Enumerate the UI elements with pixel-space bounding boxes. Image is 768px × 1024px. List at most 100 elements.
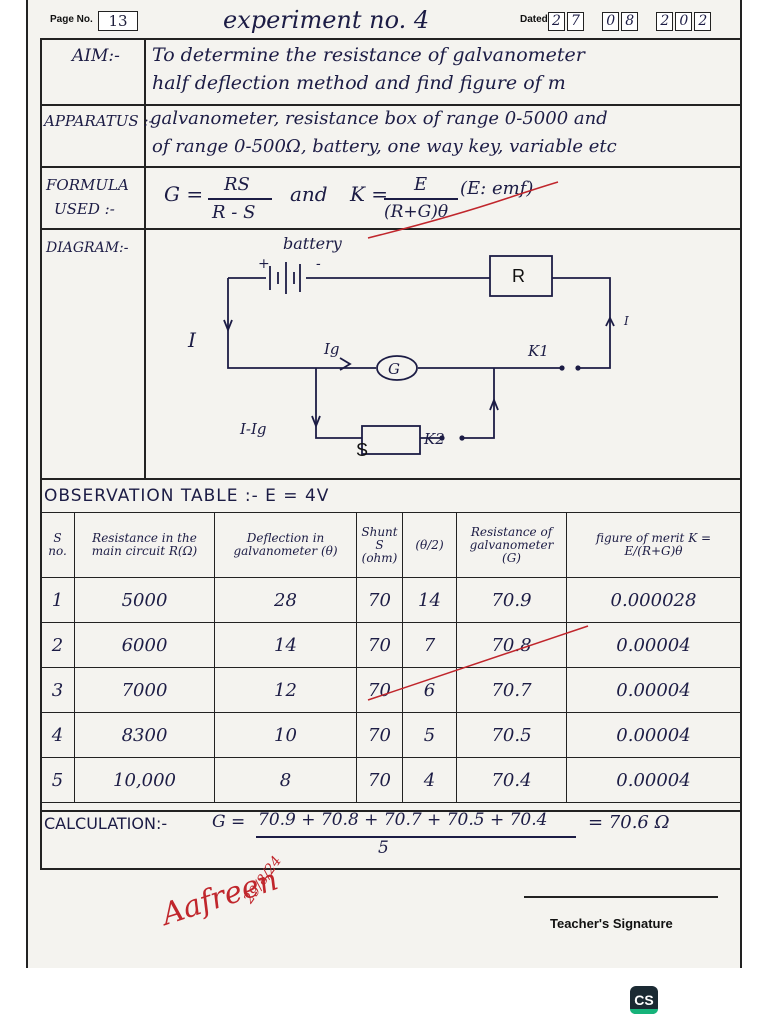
page-number: 13 [98,11,138,31]
page-title: experiment no. 4 [223,6,430,34]
table-cell: 0.00004 [566,712,741,758]
formula-k-numerator: E [414,174,428,195]
table-cell: 70 [356,757,403,803]
calculation-label: CALCULATION:- [44,814,168,833]
current-Ig-label: Ig [324,340,340,358]
table-cell: 70 [356,577,403,623]
date-digit: 8 [621,12,639,31]
current-I-label: I [188,328,196,352]
table-cell: 1 [40,577,75,623]
margin-line [40,38,42,868]
table-row: 2 6000 14 70 7 70.8 0.00004 [40,622,741,668]
page-no-label: Page No. [50,14,93,25]
table-cell: 6000 [74,622,215,668]
battery-label: battery [283,234,342,253]
key-K2-label: K2 [424,430,445,448]
current-I-minus-Ig-label: I-Ig [240,420,267,438]
table-cell: 10,000 [74,757,215,803]
formula-g-denominator: R - S [212,202,256,223]
battery-minus: - [316,256,321,272]
formula-k-lhs: K = [350,182,389,206]
calculation-result: = 70.6 Ω [588,812,670,833]
aim-line-1: To determine the resistance of galvanome… [152,44,585,66]
formula-emf-note: (E: emf) [460,178,534,199]
current-I-right-label: I [624,314,629,328]
table-cell: 70.5 [456,712,567,758]
key-K1-label: K1 [528,342,549,360]
table-cell: 70 [356,622,403,668]
camscanner-badge: CS [630,986,658,1014]
table-cell: 7000 [74,667,215,713]
table-cell: 7 [402,622,457,668]
rule-line [40,868,740,870]
aim-label: AIM:- [72,46,120,66]
header-half-theta: (θ/2) [402,512,457,578]
date-digit: 2 [694,12,712,31]
table-cell: 4 [402,757,457,803]
table-cell: 8 [214,757,357,803]
table-cell: 5 [40,757,75,803]
table-cell: 4 [40,712,75,758]
apparatus-line-1: galvanometer, resistance box of range 0-… [150,108,608,129]
table-cell: 28 [214,577,357,623]
header-shunt: Shunt S (ohm) [356,512,403,578]
table-cell: 14 [214,622,357,668]
table-cell: 3 [40,667,75,713]
header-figure-of-merit: figure of merit K = E/(R+G)θ [566,512,741,578]
table-row: 1 5000 28 70 14 70.9 0.000028 [40,577,741,623]
table-cell: 6 [402,667,457,713]
fraction-bar [384,198,458,200]
table-cell: 8300 [74,712,215,758]
fraction-bar [208,198,272,200]
table-cell: 10 [214,712,357,758]
formula-k-denominator: (R+G)θ [384,202,449,222]
galvanometer-G-label: G [388,360,400,378]
table-cell: 70.9 [456,577,567,623]
table-cell: 2 [40,622,75,668]
red-strike-mark [367,625,589,701]
table-cell: 70 [356,667,403,713]
date-digit: 7 [567,12,584,31]
table-cell: 5000 [74,577,215,623]
circuit-diagram [223,255,615,455]
aim-line-2: half deflection method and find figure o… [152,72,566,94]
shunt-S-label: S [356,440,369,460]
observation-title: OBSERVATION TABLE :- E = 4V [44,486,330,506]
formula-label-1: FORMULA [46,176,129,194]
table-cell: 70.8 [456,622,567,668]
resistor-R-label: R [512,266,525,286]
table-row: 3 7000 12 70 6 70.7 0.00004 [40,667,741,713]
table-cell: 14 [402,577,457,623]
fraction-bar [256,836,576,838]
date-digit: 2 [548,12,565,31]
apparatus-label: APPARATUS :- [44,112,154,130]
date-digit: 0 [602,12,620,31]
header-sno: S no. [40,512,75,578]
diagram-label: DIAGRAM:- [46,240,129,256]
formula-label-2: USED :- [54,200,115,218]
rule-line [40,810,740,812]
red-tick-mark [367,181,559,239]
rule-line [40,104,740,106]
formula-g-lhs: G = [164,182,204,206]
calculation-denominator: 5 [378,838,389,858]
rule-line [40,228,740,230]
table-cell: 12 [214,667,357,713]
header-deflection: Deflection in galvanometer (θ) [214,512,357,578]
header-galvanometer-resistance: Resistance of galvanometer (G) [456,512,567,578]
header-resistance: Resistance in the main circuit R(Ω) [74,512,215,578]
margin-line [144,38,146,478]
table-row: 4 8300 10 70 5 70.5 0.00004 [40,712,741,758]
battery-plus: + [258,256,270,272]
table-header-row: S no. Resistance in the main circuit R(Ω… [40,512,741,578]
calculation-numerator: 70.9 + 70.8 + 70.7 + 70.5 + 70.4 [258,810,548,830]
formula-and: and [290,182,328,206]
table-cell: 0.000028 [566,577,741,623]
table-cell: 5 [402,712,457,758]
dated-label: Dated [520,14,548,25]
table-cell: 0.00004 [566,622,741,668]
teacher-signature-label: Teacher's Signature [550,916,673,931]
table-row: 5 10,000 8 70 4 70.4 0.00004 [40,757,741,803]
